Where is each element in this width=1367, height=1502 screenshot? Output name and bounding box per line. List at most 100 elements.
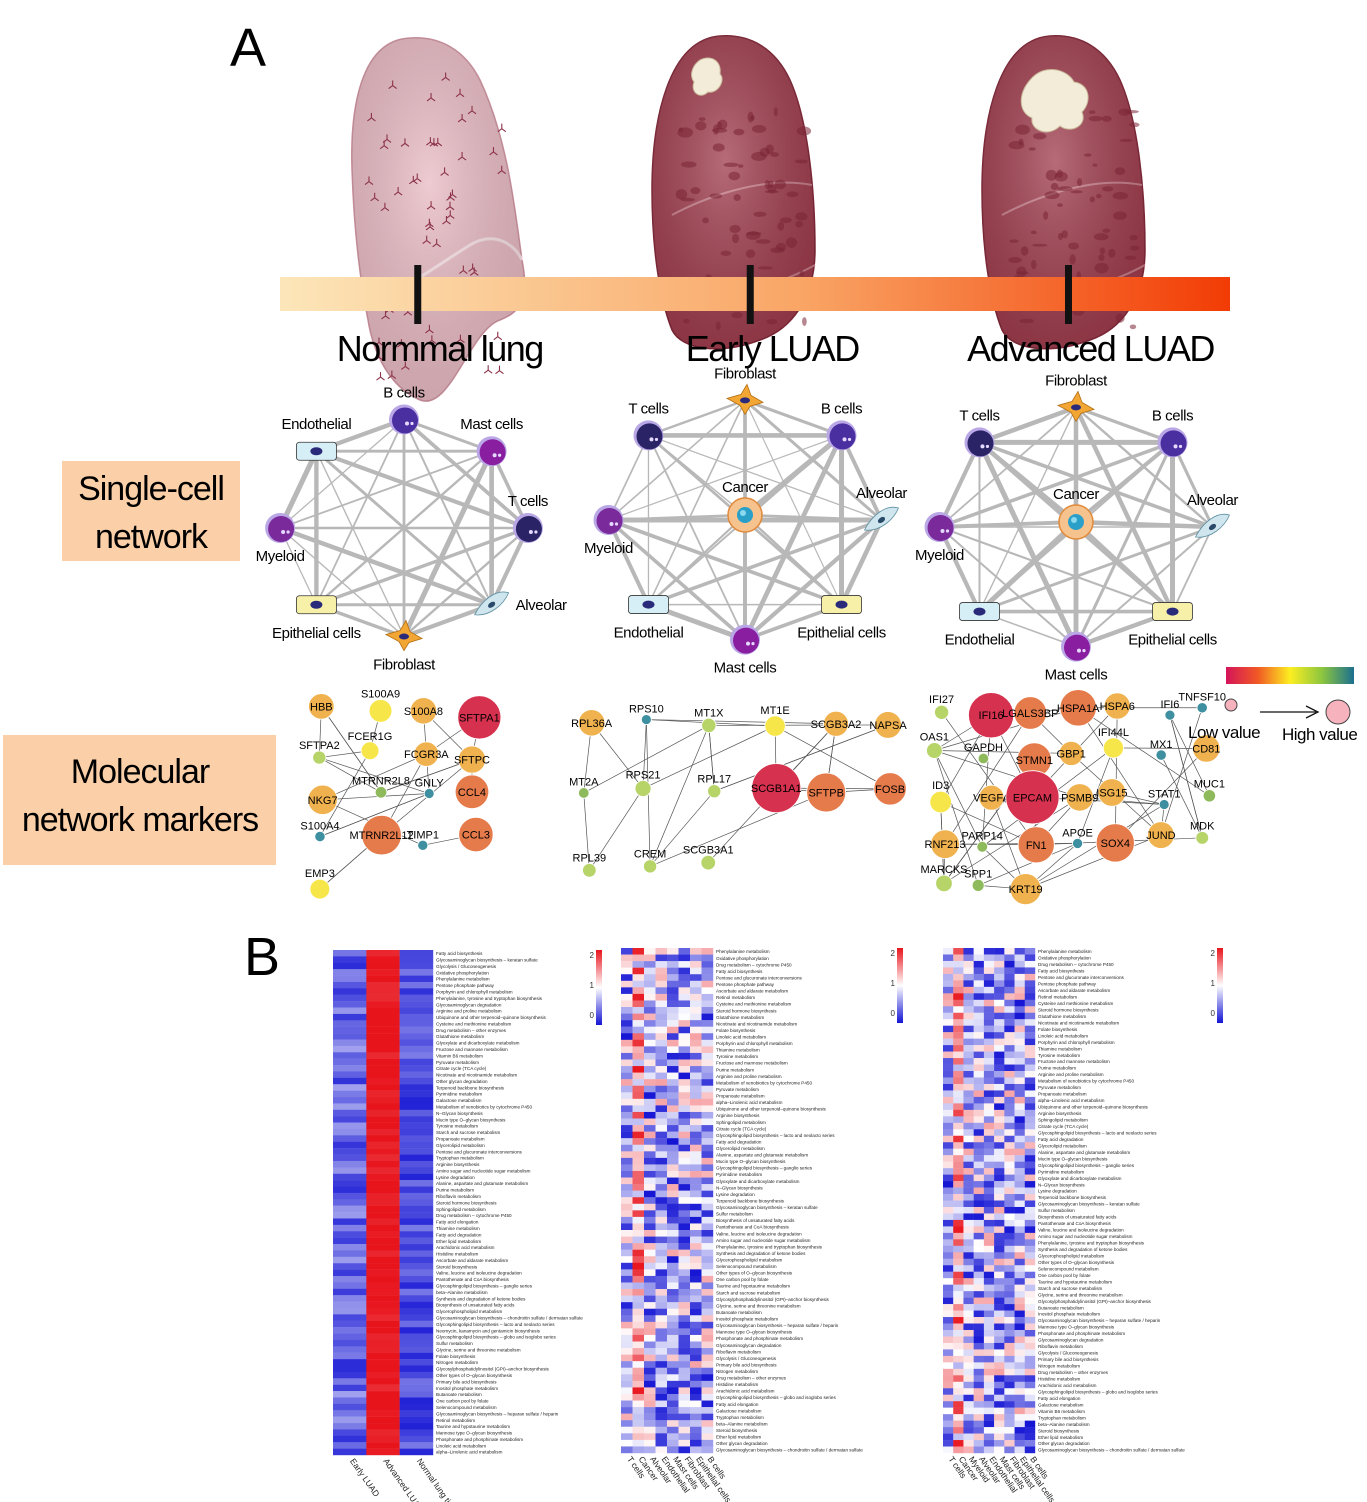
heatmap-cell [678,1170,691,1178]
heatmap-cell [943,1064,954,1072]
cell-edge [744,398,843,437]
heatmap-cell [973,1012,985,1020]
heatmap-cell [399,1192,434,1200]
heatmap-cell [1024,1045,1036,1052]
heatmap-row-label: Taurine and hypotaurine metabolism [436,1424,510,1429]
heatmap-cell [943,1362,954,1370]
heatmap-cell [1004,1407,1015,1415]
heatmap-cell [366,1122,400,1130]
gene-label: FN1 [1026,840,1047,852]
heatmap-cell [994,1096,1005,1104]
heatmap-cell [701,1072,714,1080]
heatmap-cell [644,1354,656,1362]
cell-node-fibroblast [384,619,423,652]
heatmap-cell [678,948,691,955]
heatmap-cell [690,1361,702,1368]
heatmap-cell [1004,1174,1015,1182]
heatmap-cell [399,1416,434,1424]
heatmap-cell [690,1400,702,1408]
heatmap-row-label: Oxidative phosphorylation [436,970,489,975]
heatmap-cell [1024,1077,1036,1085]
cell-edge [279,527,405,638]
gene-label: IFI27 [929,694,954,706]
heatmap-row-label: Butanoate metabolism [1038,1305,1084,1310]
heatmap-cell [701,1439,714,1447]
heatmap-cell [953,1058,964,1065]
heatmap-cell [983,1122,995,1130]
heatmap-cell [644,1033,656,1041]
heatmap-cell [953,1401,964,1408]
panel-a-letter: A [230,18,266,78]
heatmap-cell [943,1051,954,1059]
heatmap-row-label: Steroid biosynthesis [436,1264,478,1269]
cell-node-mast-cells [730,624,760,655]
gene-edge [943,797,1080,884]
heatmap-cell [333,1052,367,1059]
heatmap-color-scale [897,948,903,1023]
heatmap-cell [366,1192,400,1200]
heatmap-row-label: Amino sugar and nucleotide sugar metabol… [716,1238,811,1243]
heatmap-cell [333,1269,367,1277]
gene-label: VEGFA [973,793,1010,805]
gene-node [578,709,606,737]
heatmap-cell [644,1066,656,1073]
heatmap-cell [621,1230,633,1237]
heatmap-row-label: Pentose phosphate pathway [1038,982,1097,987]
heatmap-cell [678,1407,691,1414]
heatmap-cell [644,1111,656,1119]
gene-label: IFI44L [1098,727,1129,739]
heatmap-cell [333,1180,367,1187]
heatmap-cell [983,1194,995,1201]
cell-node-alveolar [474,591,510,616]
heatmap-cell [399,1365,434,1373]
heatmap-cell [667,1400,679,1408]
gene-edge [934,750,983,847]
cell-label: Myeloid [584,540,633,557]
heatmap-cell [621,1354,633,1362]
heatmap-cell [1024,993,1036,1000]
heatmap-row-label: Biosynthesis of unsaturated fatty acids [1038,1215,1117,1220]
heatmap-cell [701,1046,714,1054]
heatmap-cell [701,1118,714,1126]
heatmap-cell [963,1122,974,1130]
heatmap-cell [690,1151,702,1159]
heatmap-cell [994,980,1005,988]
heatmap-cell [963,1226,974,1234]
heatmap-cell [366,1365,400,1373]
gene-label: GNLY [415,778,445,790]
heatmap-row-label: Folate biosynthesis [436,1354,476,1359]
heatmap-cell [943,1401,954,1408]
gene-node [707,784,722,799]
heatmap-cell [655,993,668,1001]
heatmap-cell [943,980,954,988]
heatmap-row-label: Mannose type O–glycan biosynthesis [1038,1325,1115,1330]
heatmap-row-label: Glycosphingolipid biosynthesis – ganglio… [716,1166,813,1171]
heatmap-column-label: Normal lung tissue [415,1456,464,1502]
panel-b-letter: B [244,927,280,987]
heatmap-cell [973,1077,985,1085]
heatmap-cell [366,1288,400,1296]
heatmap-cell [1024,1090,1036,1098]
heatmap-cell [701,1354,714,1362]
heatmap-cell [399,1071,434,1079]
heatmap-cell [953,1258,964,1266]
heatmap-cell [366,1160,400,1168]
gene-label: PSMB9 [1061,792,1098,804]
heatmap-cell [1014,1284,1025,1292]
heatmap-cell [953,967,964,975]
heatmap-row-label: Ether lipid metabolism [436,1239,481,1244]
heatmap-cell [399,1391,434,1398]
gene-node [1155,749,1167,761]
heatmap-row-label: Glycosphingolipid biosynthesis – globo a… [436,1335,556,1340]
heatmap-cell [366,1320,400,1328]
heatmap-cell [1014,986,1025,994]
gene-node [1017,826,1055,864]
single-cell-label-line1: Single-cell [78,470,224,508]
heatmap-row-label: Steroid hormone biosynthesis [436,1200,497,1205]
heatmap-cell [953,1297,964,1305]
gene-label: SPP1 [964,868,992,880]
heatmap-cell [678,1413,691,1421]
heatmap-cell [655,1387,668,1395]
gene-label: FCER1G [348,731,393,743]
heatmap-cell [333,1071,367,1079]
